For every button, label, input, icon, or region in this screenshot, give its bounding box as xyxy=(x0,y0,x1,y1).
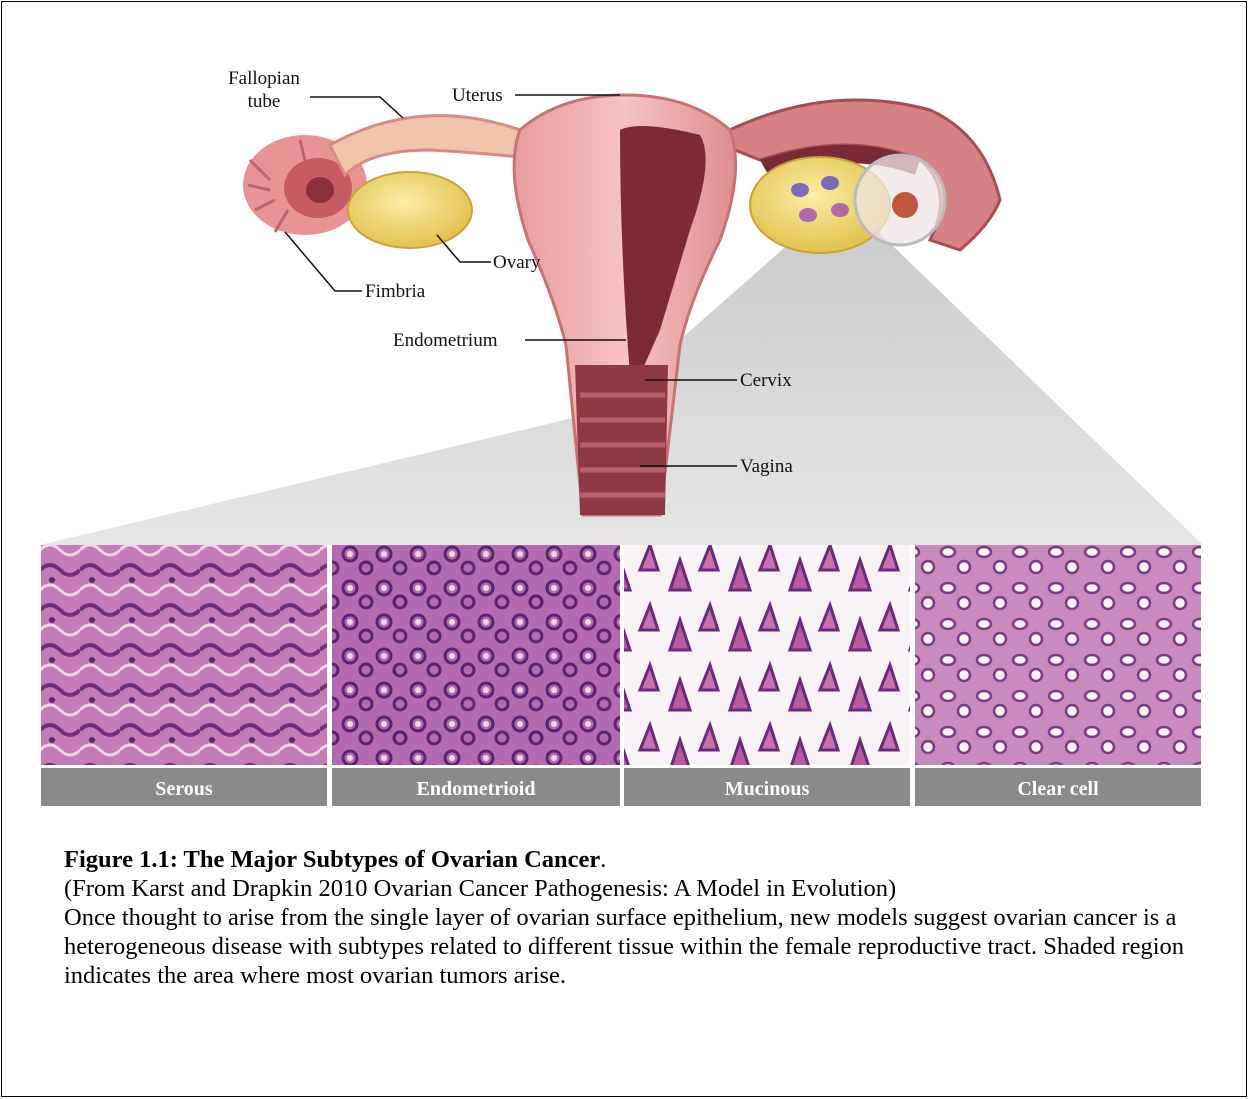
fallopian-tube-label-line1: Fallopian xyxy=(228,68,300,89)
serous-histology-image xyxy=(41,545,327,765)
caption-title-suffix: . xyxy=(600,846,606,873)
endometrioid-histology-image xyxy=(332,545,620,765)
caption-title: Figure 1.1: The Major Subtypes of Ovaria… xyxy=(64,846,600,873)
caption-source: (From Karst and Drapkin 2010 Ovarian Can… xyxy=(64,874,1204,903)
ovary-label: Ovary xyxy=(493,252,541,273)
clear-cell-label: Clear cell xyxy=(1017,778,1099,800)
fimbria-label: Fimbria xyxy=(365,281,426,302)
reproductive-tract-figure: Fallopian tube Uterus Ovary Fimbria Endo… xyxy=(0,0,1250,820)
mucinous-histology-image xyxy=(624,545,910,765)
histology-panels: Serous Endometrioid Mucinous Clear cell xyxy=(41,545,1201,806)
fallopian-tube-label-line2: tube xyxy=(248,91,281,112)
serous-label: Serous xyxy=(155,778,213,800)
tumor-spot xyxy=(892,192,918,218)
left-ovary xyxy=(348,172,472,248)
figure-caption: Figure 1.1: The Major Subtypes of Ovaria… xyxy=(64,845,1204,990)
mucinous-label: Mucinous xyxy=(725,778,810,800)
uterus-label: Uterus xyxy=(452,85,503,106)
vagina-label: Vagina xyxy=(740,456,793,477)
clear-cell-histology-image xyxy=(915,545,1201,765)
endometrioid-label: Endometrioid xyxy=(417,778,536,800)
endometrium-label: Endometrium xyxy=(393,330,498,351)
cervix-label: Cervix xyxy=(740,370,792,391)
caption-body: Once thought to arise from the single la… xyxy=(64,903,1204,990)
